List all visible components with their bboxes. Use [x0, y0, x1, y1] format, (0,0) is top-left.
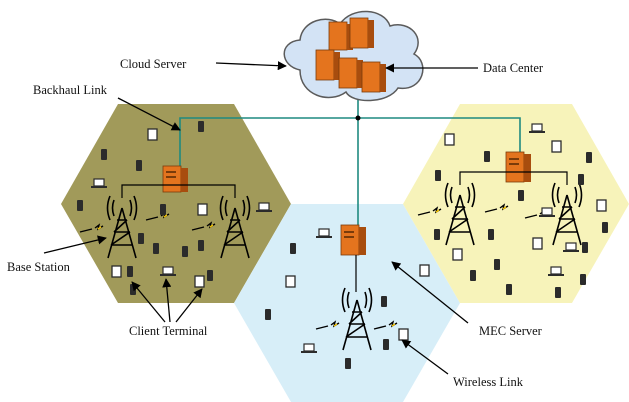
laptop-icon — [563, 242, 579, 252]
smartphone-icon — [198, 121, 204, 132]
backhaul-junction — [355, 115, 361, 121]
tablet-icon — [398, 328, 409, 341]
smartphone-icon — [555, 287, 561, 298]
smartphone-icon — [138, 233, 144, 244]
smartphone-icon — [470, 270, 476, 281]
smartphone-icon — [518, 190, 524, 201]
laptop-icon — [548, 266, 564, 276]
smartphone-icon — [265, 309, 271, 320]
smartphone-icon — [586, 152, 592, 163]
antenna-tower-icon — [551, 182, 583, 246]
tablet-icon — [194, 275, 205, 288]
smartphone-icon — [127, 266, 133, 277]
antenna-tower-icon — [341, 287, 373, 351]
cell-left — [61, 104, 291, 303]
arrow-wireless-link — [401, 339, 449, 375]
arrow-cloud-server — [215, 61, 287, 71]
smartphone-icon — [506, 284, 512, 295]
laptop-icon — [91, 178, 107, 188]
arrow-client-terminal-2 — [162, 278, 172, 323]
server-icon — [328, 21, 353, 51]
annotation-arrows — [43, 61, 478, 375]
smartphone-icon — [207, 270, 213, 281]
smartphone-icon — [435, 170, 441, 181]
smartphone-icon — [580, 274, 586, 285]
arrow-client-terminal-1 — [131, 281, 166, 323]
label-cloud-server: Cloud Server — [120, 57, 187, 71]
mec-server-middle — [340, 224, 366, 256]
data-center-servers — [315, 17, 386, 93]
server-icon — [315, 49, 340, 81]
smartphone-icon — [484, 151, 490, 162]
tablet-icon — [197, 203, 208, 216]
label-wireless-link: Wireless Link — [453, 375, 524, 389]
smartphone-icon — [381, 296, 387, 307]
smartphone-icon — [345, 358, 351, 369]
tablet-icon — [285, 275, 296, 288]
smartphone-icon — [602, 222, 608, 233]
server-icon — [361, 61, 386, 93]
smartphone-icon — [198, 240, 204, 251]
server-icon — [349, 17, 374, 49]
arrow-base-station — [43, 235, 107, 254]
label-data-center: Data Center — [483, 61, 544, 75]
tablet-icon — [147, 128, 158, 141]
tablet-icon — [419, 264, 430, 277]
laptop-icon — [160, 266, 176, 276]
smartphone-icon — [290, 243, 296, 254]
label-mec-server: MEC Server — [479, 324, 543, 338]
label-client-terminal: Client Terminal — [129, 324, 208, 338]
arrow-backhaul-link — [117, 97, 181, 131]
smartphone-icon — [494, 259, 500, 270]
smartphone-icon — [582, 242, 588, 253]
smartphone-icon — [101, 149, 107, 160]
tablet-icon — [452, 248, 463, 261]
smartphone-icon — [182, 246, 188, 257]
arrow-mec-server — [391, 261, 469, 324]
smartphone-icon — [153, 243, 159, 254]
label-base-station: Base Station — [7, 260, 71, 274]
smartphone-icon — [160, 204, 166, 215]
mec-server-left — [162, 165, 188, 193]
server-tower-links — [121, 171, 568, 292]
mec-server-right — [505, 151, 531, 183]
laptop-icon — [316, 228, 332, 238]
laptop-icon — [539, 207, 555, 217]
tablet-icon — [596, 199, 607, 212]
antenna-tower-icon — [106, 195, 138, 259]
arrow-client-terminal-3 — [175, 288, 203, 323]
laptop-icon — [256, 202, 272, 212]
tablet-icon — [111, 265, 122, 278]
smartphone-icon — [434, 229, 440, 240]
tablet-icon — [532, 237, 543, 250]
smartphone-icon — [488, 229, 494, 240]
antenna-tower-icon — [444, 182, 476, 246]
tablet-icon — [551, 140, 562, 153]
server-icon — [338, 57, 363, 89]
smartphone-icon — [136, 160, 142, 171]
tablet-icon — [444, 133, 455, 146]
laptop-icon — [529, 123, 545, 133]
laptop-icon — [301, 343, 317, 353]
antenna-tower-icon — [219, 195, 251, 259]
backhaul-links — [179, 88, 521, 232]
smartphone-icon — [77, 200, 83, 211]
smartphone-icon — [578, 174, 584, 185]
smartphone-icon — [383, 339, 389, 350]
label-backhaul-link: Backhaul Link — [33, 83, 108, 97]
